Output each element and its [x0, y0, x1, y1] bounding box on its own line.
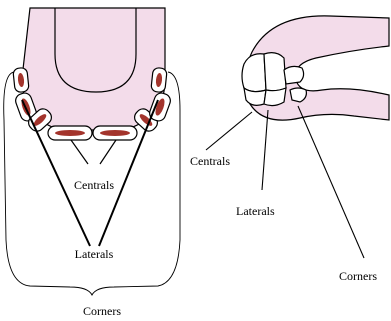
- tooth-corner-right: [151, 67, 167, 92]
- front-view-jaw: Centrals Laterals Corners: [4, 8, 180, 318]
- pointer-laterals-side: [262, 110, 268, 190]
- pointer-centrals-side: [206, 112, 252, 150]
- label-centrals-front: Centrals: [74, 178, 114, 192]
- pointer-corners-side: [298, 106, 364, 258]
- side-corner-upper: [284, 66, 304, 84]
- centrals-pointers: [71, 140, 116, 164]
- label-corners-front: Corners: [83, 304, 121, 318]
- side-central-upper: [242, 54, 266, 92]
- side-pointers: [206, 106, 364, 258]
- tooth-central-left: [48, 126, 92, 140]
- side-corner-lower: [290, 88, 306, 102]
- tooth-corner-left: [13, 67, 29, 92]
- label-corners-side: Corners: [339, 269, 377, 283]
- side-lateral-lower: [264, 88, 286, 106]
- tooth-central-right: [93, 126, 137, 140]
- label-laterals-front: Laterals: [75, 247, 114, 261]
- side-lateral-upper: [264, 53, 286, 91]
- side-view-jaw: Centrals Laterals Corners: [190, 16, 389, 283]
- label-centrals-side: Centrals: [190, 154, 230, 168]
- label-laterals-side: Laterals: [236, 204, 275, 218]
